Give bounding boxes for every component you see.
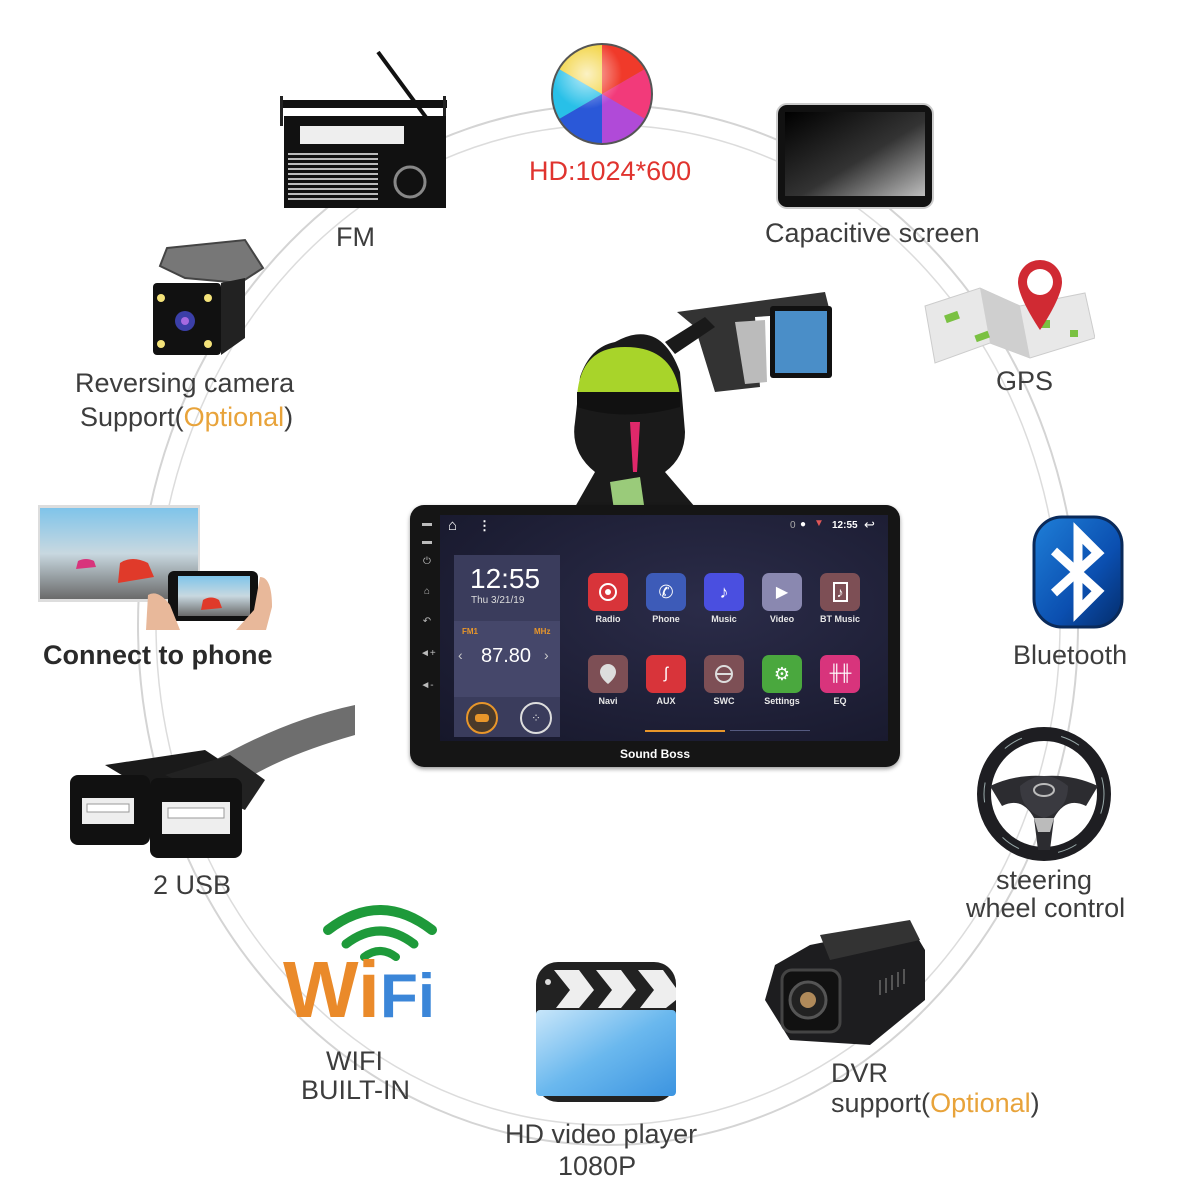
widget-buttons: ⁘	[454, 697, 560, 737]
power-icon[interactable]: ⏻	[423, 556, 431, 567]
app-aux[interactable]: ʃ AUX	[644, 655, 688, 706]
app-swc[interactable]: SWC	[702, 655, 746, 706]
hd-resolution-label: HD:1024*600	[529, 156, 692, 186]
dvr-label-line1: DVR	[831, 1058, 889, 1088]
color-wheel-icon	[550, 42, 654, 146]
gps-label: GPS	[996, 366, 1054, 396]
page-indicator-active[interactable]	[645, 730, 725, 732]
eq-app-icon: ╫╫	[820, 655, 860, 693]
home-side-icon[interactable]: ⌂	[423, 586, 431, 597]
all-apps-icon[interactable]: ⁘	[520, 702, 552, 734]
settings-app-icon: ⚙	[762, 655, 802, 693]
prev-station-icon[interactable]: ‹	[458, 647, 463, 663]
steering-wheel-icon	[976, 726, 1112, 862]
app-radio[interactable]: Radio	[586, 573, 630, 624]
usb-cable-icon	[65, 700, 355, 860]
clock-widget[interactable]: 12:55 Thu 3/21/19	[454, 555, 560, 621]
clock-date: Thu 3/21/19	[471, 595, 525, 606]
steering-wheel-label-line2: wheel control	[966, 893, 1126, 923]
reversing-camera-icon	[145, 238, 270, 363]
reversing-camera-support-label: Support(Optional)	[80, 402, 294, 432]
wifi-label-line2: BUILT-IN	[301, 1075, 411, 1105]
dvr-support-label: support(Optional)	[831, 1088, 1040, 1118]
reset-icon[interactable]: ▬	[422, 536, 432, 547]
page-indicator-inactive[interactable]	[730, 730, 810, 731]
dashcam-icon	[760, 920, 930, 1050]
radio-frequency: 87.80	[481, 645, 532, 667]
radio-unit: MHz	[534, 627, 551, 636]
radio-app-icon	[588, 573, 628, 611]
map-pin-icon	[920, 258, 1095, 378]
bluetooth-label: Bluetooth	[1013, 640, 1128, 670]
bluetooth-icon	[1032, 515, 1124, 629]
home-icon[interactable]: ⌂	[448, 517, 458, 534]
next-station-icon[interactable]: ›	[544, 647, 549, 663]
brand-label: Sound Boss	[619, 747, 690, 761]
volume-down-icon[interactable]: ◄-	[420, 680, 434, 691]
android-mascot-icon	[555, 292, 840, 522]
music-app-icon: ♪	[704, 573, 744, 611]
aux-app-icon: ʃ	[646, 655, 686, 693]
app-music[interactable]: ♪ Music	[702, 573, 746, 624]
volume-up-icon[interactable]: ◄+	[420, 648, 436, 659]
status-time: 12:55	[832, 520, 858, 531]
radio-band: FM1	[462, 627, 478, 636]
steering-wheel-label-line1: steering	[996, 865, 1093, 895]
wifi-signal-icon: ▼	[814, 518, 824, 529]
app-settings[interactable]: ⚙ Settings	[760, 655, 804, 706]
capacitive-screen-label: Capacitive screen	[765, 218, 980, 248]
connect-to-phone-label: Connect to phone	[43, 640, 273, 670]
phone-mirroring-icon	[38, 505, 288, 630]
head-unit: ▬ ▬ ⏻ ⌂ ↶ ◄+ ◄- ⌂ ⋮ 0 ● ▼ 12:55 ↩ 12:55 …	[410, 505, 900, 767]
video-label-line2: 1080P	[558, 1151, 637, 1181]
fm-label: FM	[336, 222, 375, 252]
reversing-camera-label: Reversing camera	[75, 368, 295, 398]
navi-app-icon	[588, 655, 628, 693]
location-icon: ●	[800, 519, 807, 530]
wifi-logo: WiFi	[283, 945, 436, 1034]
video-label-line1: HD video player	[505, 1119, 698, 1149]
app-bt-music[interactable]: ♪ BT Music	[818, 573, 862, 624]
car-icon[interactable]	[466, 702, 498, 734]
wifi-label-line1: WIFI	[326, 1046, 383, 1076]
app-phone[interactable]: ✆ Phone	[644, 573, 688, 624]
radio-icon	[278, 50, 450, 215]
app-eq[interactable]: ╫╫ EQ	[818, 655, 862, 706]
head-unit-screen: ⌂ ⋮ 0 ● ▼ 12:55 ↩ 12:55 Thu 3/21/19 FM1 …	[440, 515, 888, 741]
app-navi[interactable]: Navi	[586, 655, 630, 706]
back-side-icon[interactable]: ↶	[422, 616, 432, 627]
usb-label: 2 USB	[153, 870, 232, 900]
status-bar: ⌂ ⋮ 0 ● ▼ 12:55 ↩	[440, 515, 888, 537]
swc-app-icon	[704, 655, 744, 693]
radio-widget[interactable]: FM1 MHz ‹ 87.80 ›	[454, 621, 560, 697]
tablet-screen-icon	[775, 102, 935, 210]
menu-dots-icon[interactable]: ⋮	[478, 518, 491, 533]
wifi-icon	[280, 900, 455, 1045]
mic-icon[interactable]: ▬	[422, 518, 432, 529]
video-app-icon: ▶	[762, 573, 802, 611]
app-video[interactable]: ▶ Video	[760, 573, 804, 624]
clapperboard-icon	[534, 960, 679, 1105]
back-icon[interactable]: ↩	[864, 517, 875, 532]
clock-time: 12:55	[470, 563, 541, 594]
bt-music-app-icon: ♪	[820, 573, 860, 611]
phone-app-icon: ✆	[646, 573, 686, 611]
notification-count: 0	[790, 520, 796, 531]
